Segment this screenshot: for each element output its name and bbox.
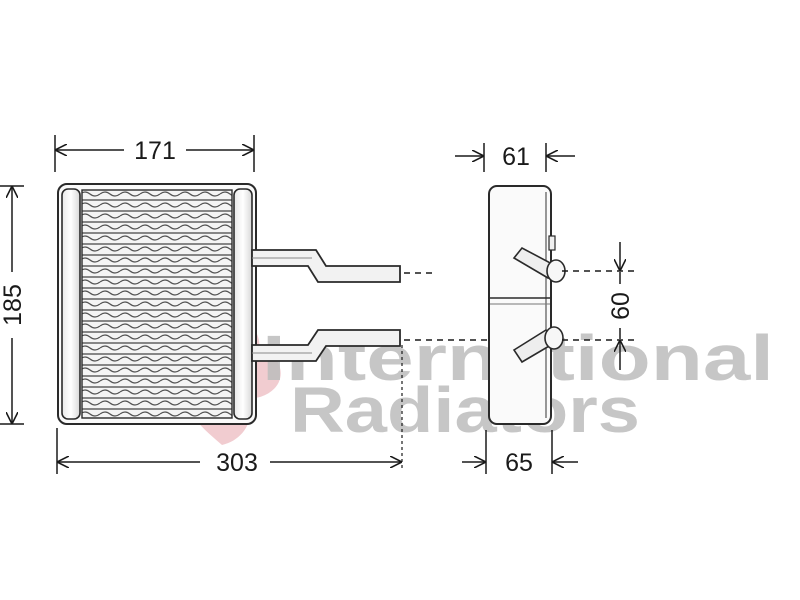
dimension-303: 303	[56, 428, 401, 477]
dimension-171: 171	[54, 135, 255, 172]
heater-core-front-view	[57, 183, 490, 470]
dimension-185: 185	[0, 185, 27, 425]
dimension-303-label: 303	[216, 449, 258, 477]
right-tank	[233, 188, 253, 420]
left-tank	[61, 188, 81, 420]
lower-pipe	[251, 329, 401, 362]
dimension-185-label: 185	[0, 284, 27, 326]
dimension-61-label: 61	[502, 143, 530, 171]
dimension-65-label: 65	[505, 449, 533, 477]
heater-core-side-view	[488, 185, 634, 425]
upper-pipe	[251, 249, 401, 283]
dimension-61: 61	[455, 143, 575, 172]
side-upper-stub	[512, 246, 566, 283]
watermark-line-radiators: Radiators	[290, 374, 640, 446]
dimension-171-label: 171	[134, 137, 176, 165]
dimension-60-label: 60	[607, 292, 635, 320]
side-lower-stub	[512, 326, 564, 364]
side-body	[488, 185, 552, 425]
fin-core	[81, 189, 233, 419]
dimension-65: 65	[462, 430, 578, 477]
dimension-60: 60	[607, 242, 635, 370]
side-clip	[548, 235, 556, 251]
